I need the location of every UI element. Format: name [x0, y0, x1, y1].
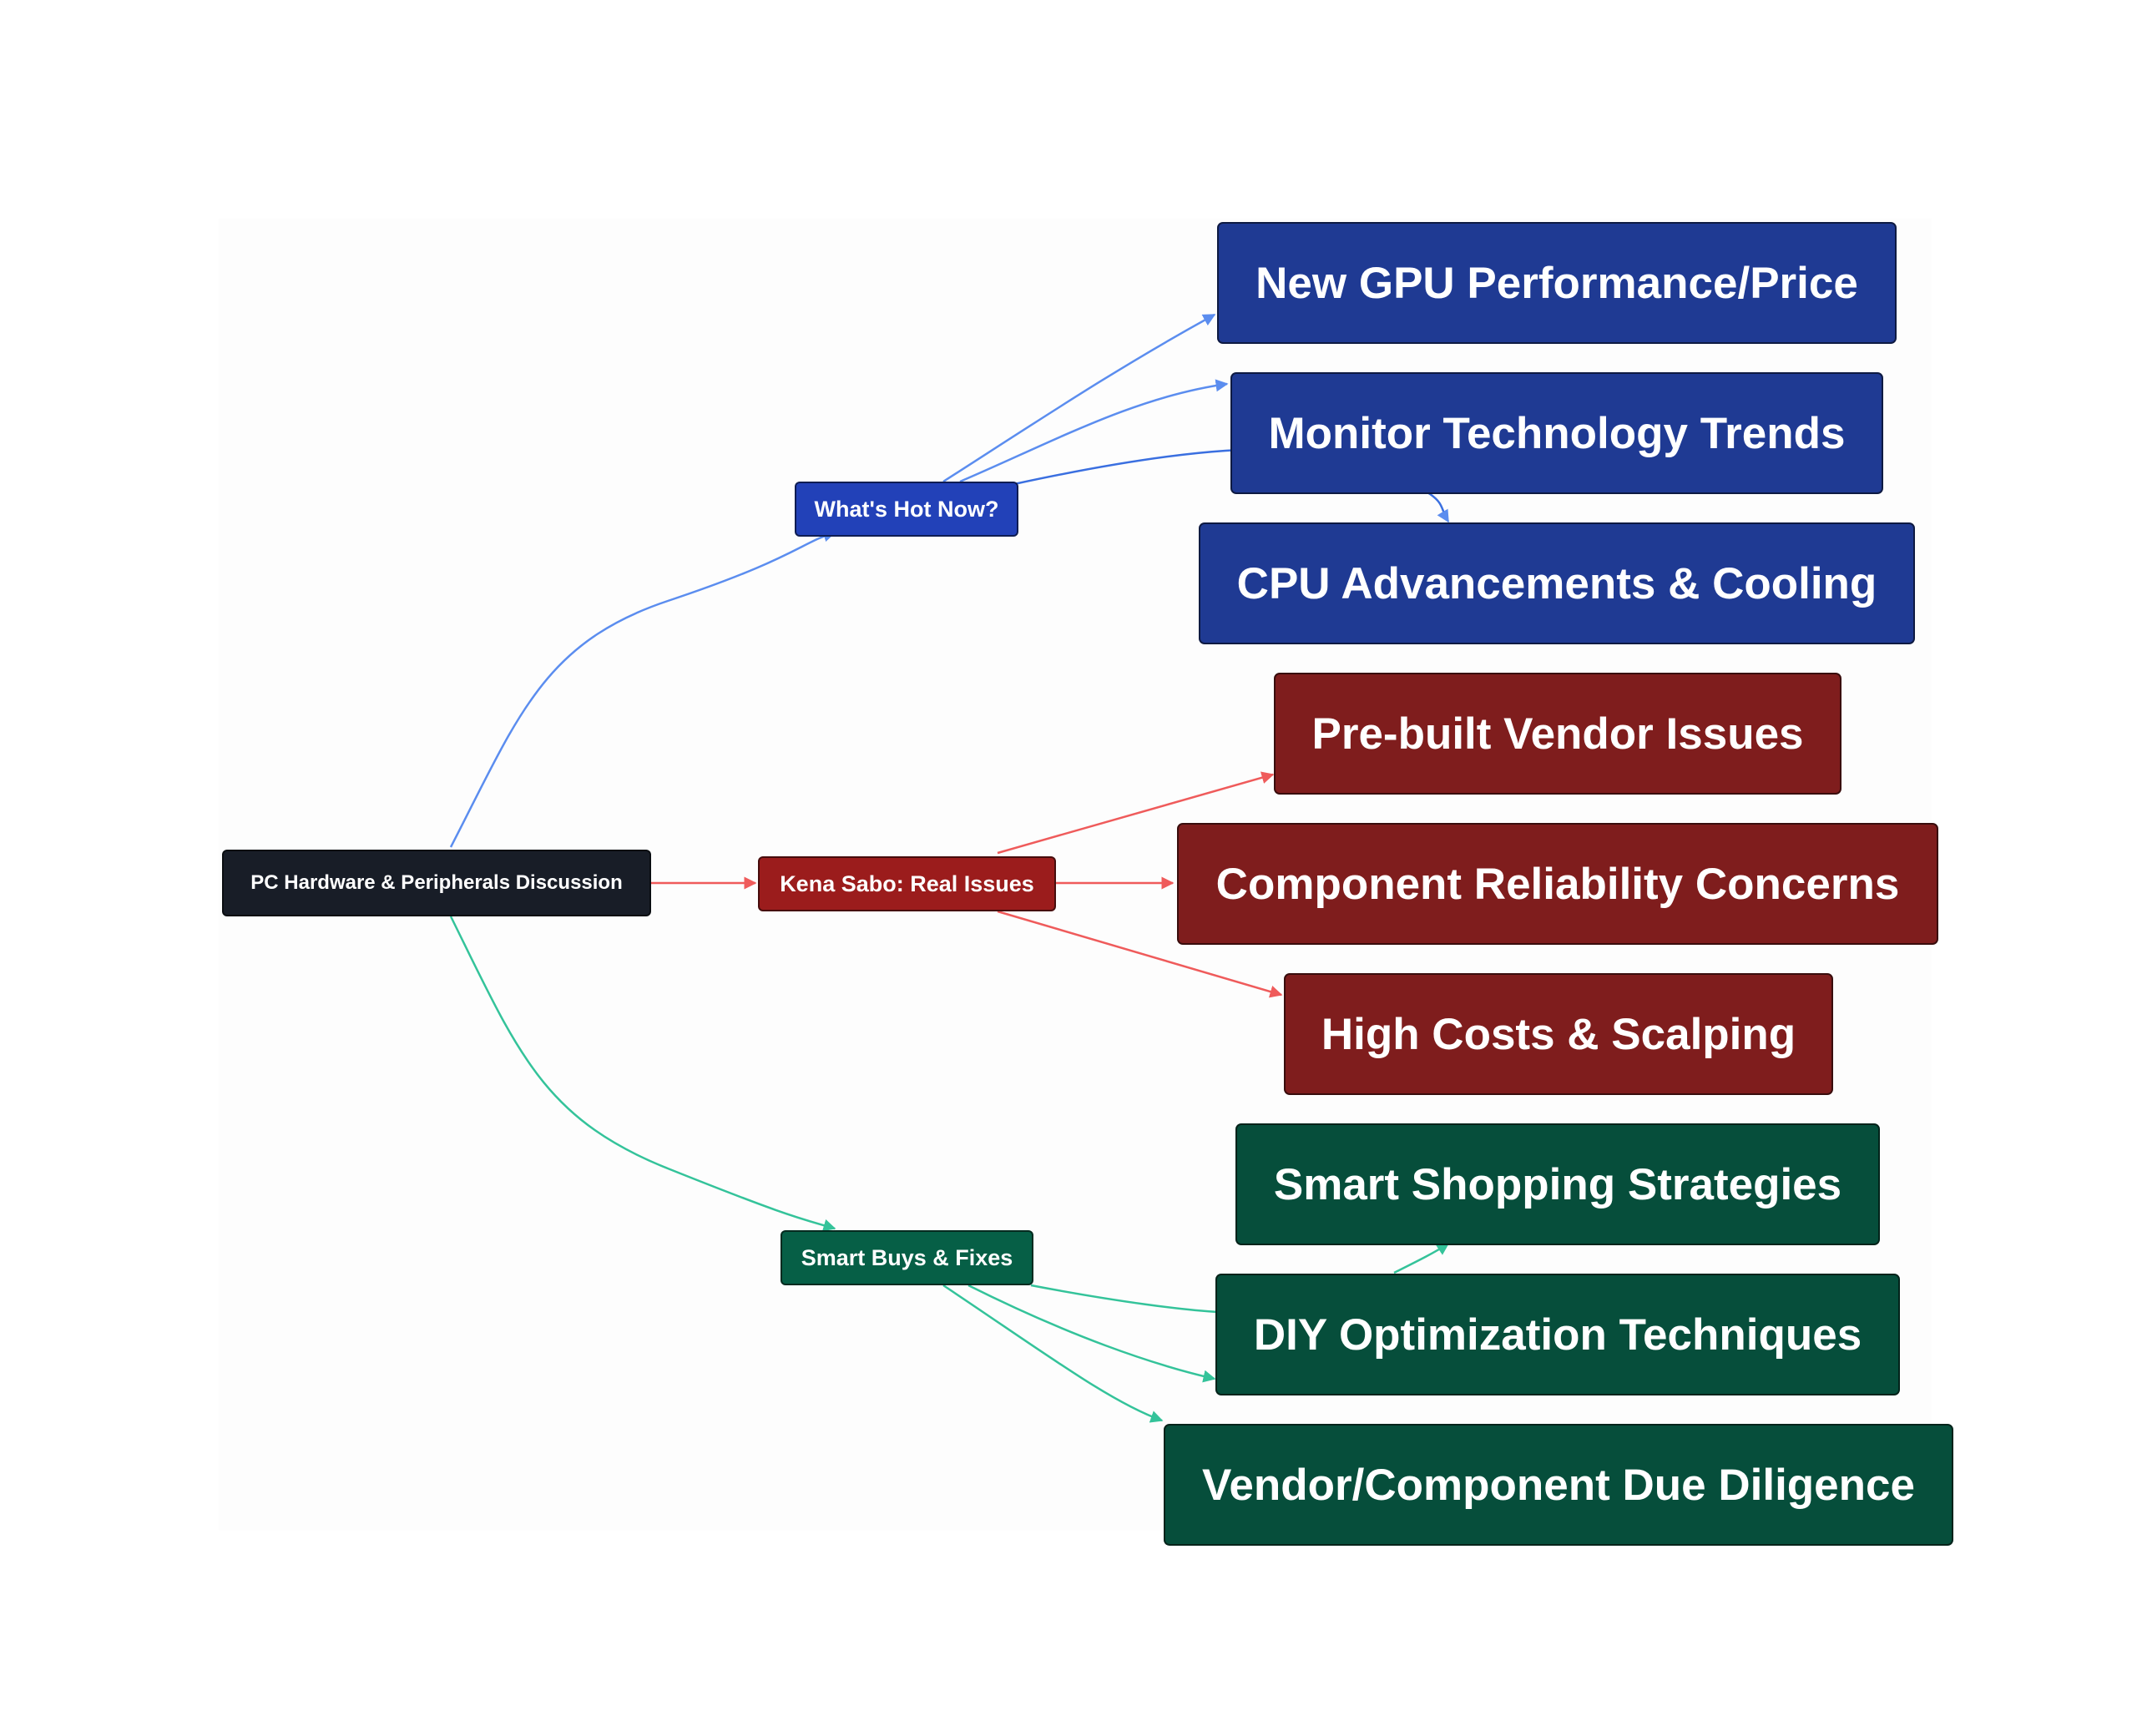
edge-hot-to-monitor — [959, 379, 1229, 483]
root-label: PC Hardware & Peripherals Discussion — [250, 871, 623, 894]
leaf-label: Pre-built Vendor Issues — [1311, 709, 1804, 759]
leaf-cpu-advancements[interactable]: CPU Advancements & Cooling — [1199, 522, 1915, 644]
leaf-high-costs-scalping[interactable]: High Costs & Scalping — [1284, 973, 1833, 1095]
leaf-label: New GPU Performance/Price — [1255, 258, 1858, 308]
edge-fixes-to-diy — [1030, 1284, 1220, 1314]
category-label: Smart Buys & Fixes — [801, 1244, 1013, 1270]
edge-diy-to-shopping — [1393, 1242, 1450, 1274]
category-kena-sabo[interactable]: Kena Sabo: Real Issues — [758, 856, 1056, 911]
edge-root-to-fixes — [449, 916, 836, 1232]
edge-fixes-to-diy-2 — [967, 1284, 1216, 1383]
leaf-label: Monitor Technology Trends — [1268, 408, 1846, 458]
category-label: What's Hot Now? — [814, 496, 999, 522]
edge-fixes-to-diligence — [942, 1284, 1164, 1423]
leaf-label: Vendor/Component Due Diligence — [1202, 1460, 1915, 1510]
leaf-monitor-trends[interactable]: Monitor Technology Trends — [1230, 372, 1883, 494]
category-whats-hot-now[interactable]: What's Hot Now? — [795, 482, 1018, 537]
edge-issues-to-costs — [997, 910, 1283, 998]
leaf-label: Smart Shopping Strategies — [1273, 1159, 1842, 1209]
leaf-label: High Costs & Scalping — [1321, 1009, 1796, 1059]
edge-root-to-hot — [449, 529, 836, 848]
edge-issues-to-prebuilt — [997, 771, 1275, 855]
edge-hot-to-gpu — [942, 313, 1216, 483]
category-label: Kena Sabo: Real Issues — [780, 871, 1034, 896]
leaf-prebuilt-vendor-issues[interactable]: Pre-built Vendor Issues — [1274, 673, 1841, 795]
leaf-label: DIY Optimization Techniques — [1253, 1310, 1862, 1360]
root-node[interactable]: PC Hardware & Peripherals Discussion — [222, 850, 651, 916]
leaf-gpu-performance[interactable]: New GPU Performance/Price — [1217, 222, 1897, 344]
leaf-label: CPU Advancements & Cooling — [1236, 558, 1877, 608]
leaf-component-reliability[interactable]: Component Reliability Concerns — [1177, 823, 1938, 945]
leaf-label: Component Reliability Concerns — [1215, 859, 1900, 909]
category-smart-buys-fixes[interactable]: Smart Buys & Fixes — [781, 1230, 1033, 1285]
leaf-smart-shopping[interactable]: Smart Shopping Strategies — [1235, 1123, 1880, 1245]
leaf-diy-optimization[interactable]: DIY Optimization Techniques — [1215, 1274, 1900, 1395]
leaf-vendor-due-diligence[interactable]: Vendor/Component Due Diligence — [1164, 1424, 1953, 1546]
